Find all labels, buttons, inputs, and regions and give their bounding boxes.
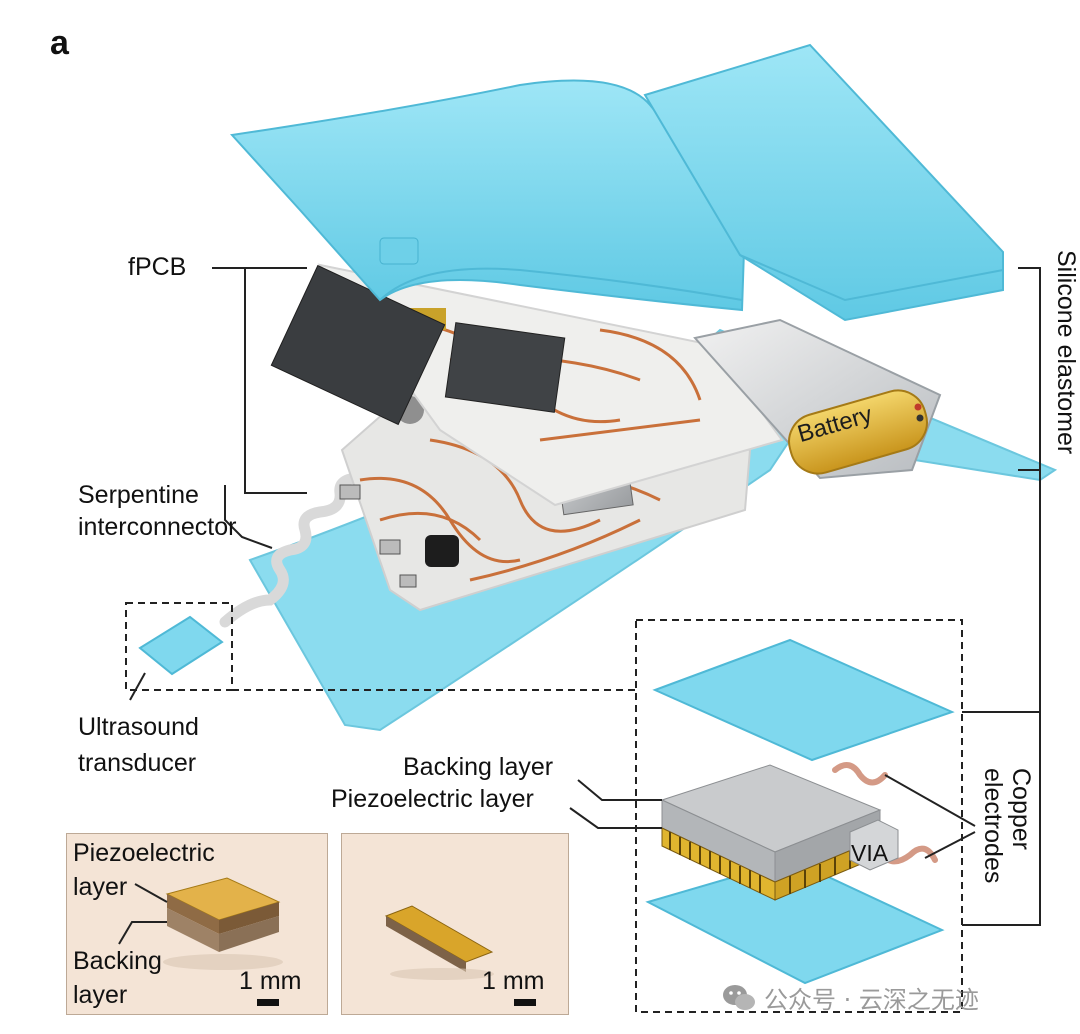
copper-label-line2: electrodes	[979, 768, 1007, 884]
fpcb-bracket	[212, 267, 307, 494]
piezoelectric-layer-label: Piezoelectric layer	[331, 785, 534, 813]
transducer-photo-block	[118, 877, 283, 1006]
fpcb-label: fPCB	[128, 253, 187, 281]
copper-electrodes-label: Copper electrodes	[979, 768, 1035, 883]
lower-pcb-inductor	[425, 535, 459, 567]
silicone-bracket	[962, 267, 1041, 926]
ultrasound-label-line1: Ultrasound	[78, 713, 199, 741]
copper-label-line1: Copper	[1007, 768, 1035, 850]
photo-inset-right: 1 mm	[341, 833, 569, 1015]
ultrasound-label-line2: transducer	[78, 749, 197, 777]
copper-electrode-top	[832, 762, 888, 786]
via-label: VIA	[851, 840, 889, 866]
photo-left-scale: 1 mm	[239, 967, 302, 995]
via-block	[849, 819, 899, 871]
serpentine-label-line2: interconnector	[78, 513, 237, 541]
photo-backing-label-line1: Backing	[73, 947, 162, 975]
watermark: 公众号 · 云深之无迹	[722, 980, 979, 1015]
transducer-detail-dashed-box	[635, 619, 963, 1013]
upper-pcb-chip	[444, 322, 566, 413]
battery-cap	[788, 389, 928, 475]
panel-letter: a	[50, 24, 69, 62]
ultrasound-transducer	[138, 615, 224, 676]
transducer-photo-edge	[384, 905, 536, 1006]
serpentine-label-line1: Serpentine	[78, 481, 199, 509]
photo-piezo-label-line2: layer	[73, 873, 128, 901]
photo-right-scale: 1 mm	[482, 967, 545, 995]
wechat-icon	[723, 984, 755, 1010]
top-encapsulation-layer	[652, 638, 955, 762]
photo-piezo-label-line1: Piezoelectric	[73, 839, 215, 867]
transducer-dashed-box	[125, 602, 233, 691]
watermark-text: 公众号 · 云深之无迹	[764, 986, 979, 1014]
backing-layer-label: Backing layer	[403, 753, 554, 781]
photo-inset-left: Piezoelectric layer Backing layer 1 mm	[66, 833, 328, 1015]
silicone-elastomer-label: Silicone elastomer	[1052, 250, 1080, 455]
photo-backing-label-line2: layer	[73, 981, 128, 1009]
